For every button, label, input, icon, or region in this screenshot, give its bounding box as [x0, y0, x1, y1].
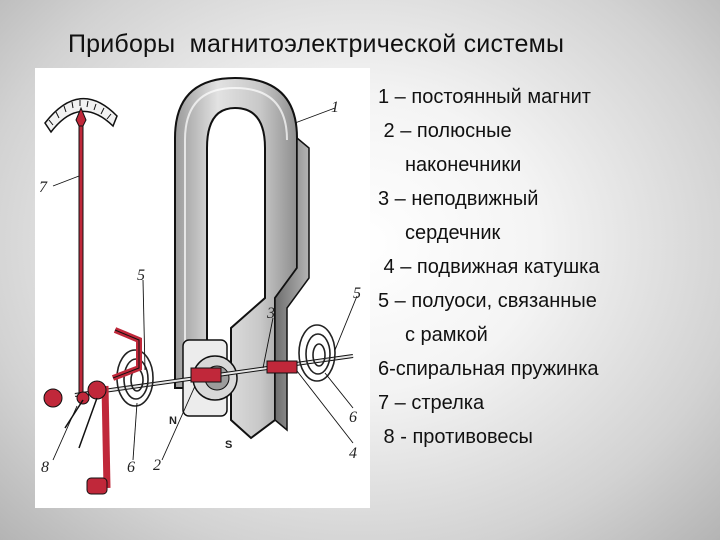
callout-4: 4: [349, 445, 357, 462]
legend-item-6: 6-спиральная пружинка: [378, 352, 708, 386]
legend-text-cont: сердечник: [405, 222, 501, 244]
legend-text: 8 - противовесы: [378, 426, 533, 448]
pointer: [75, 106, 87, 397]
callout-1: 1: [331, 99, 339, 116]
legend-text: 3 – неподвижный: [378, 188, 539, 210]
callout-7: 7: [39, 179, 48, 196]
spiral-spring-left: [116, 349, 154, 407]
legend-item-7: 7 – стрелка: [378, 386, 708, 420]
legend-text: 6-спиральная пружинка: [378, 358, 599, 380]
legend-text: 7 – стрелка: [378, 392, 485, 414]
counterweights: [43, 380, 108, 495]
legend-item-5: 5 – полуоси, связанные с рамкой: [378, 284, 708, 352]
callout-6-left: 6: [127, 459, 135, 476]
callout-8: 8: [41, 459, 49, 476]
legend-item-4: 4 – подвижная катушка: [378, 250, 708, 284]
callout-5-left: 5: [137, 267, 145, 284]
legend-text-cont: наконечники: [405, 154, 522, 176]
legend-text: 5 – полуоси, связанные: [378, 290, 597, 312]
leader-lines: [52, 107, 358, 461]
callout-3: 3: [266, 305, 275, 322]
legend-text-cont: с рамкой: [405, 324, 488, 346]
callout-2: 2: [153, 457, 161, 474]
legend-item-8: 8 - противовесы: [378, 420, 708, 454]
slide-title: Приборы магнитоэлектрической системы: [68, 30, 565, 58]
pole-label-n: N: [169, 415, 177, 427]
legend-item-2: 2 – полюсные наконечники: [378, 114, 708, 182]
legend-text: 2 – полюсные: [378, 120, 512, 142]
callout-6-right: 6: [349, 409, 357, 426]
instrument-diagram: 1 2 3 4 5 5 6 6 7 8 N S: [35, 68, 370, 508]
callout-5-right: 5: [353, 285, 361, 302]
spiral-spring-right: [298, 324, 336, 382]
component-legend: 1 – постоянный магнит 2 – полюсные наконе…: [378, 80, 708, 454]
legend-text: 4 – подвижная катушка: [378, 256, 600, 278]
bracket: [101, 327, 142, 489]
legend-text: 1 – постоянный магнит: [378, 86, 591, 108]
legend-item-3: 3 – неподвижный сердечник: [378, 182, 708, 250]
diagram-svg: 1 2 3 4 5 5 6 6 7 8 N S: [39, 76, 361, 495]
pole-label-s: S: [225, 439, 232, 451]
legend-item-1: 1 – постоянный магнит: [378, 80, 708, 114]
scale-dial: [44, 98, 118, 134]
